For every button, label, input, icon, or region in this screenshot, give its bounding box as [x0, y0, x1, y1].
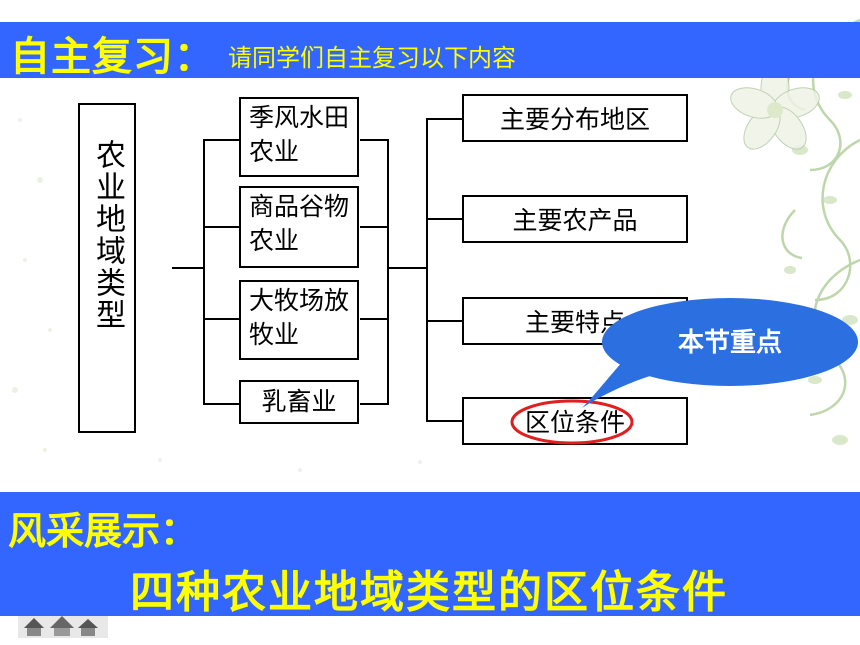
type-label: 季风水田农业 [249, 103, 350, 166]
type-box-dairy: 乳畜业 [239, 380, 359, 424]
footer-banner [0, 492, 860, 616]
aspect-box-distribution: 主要分布地区 [462, 94, 688, 142]
type-label: 乳畜业 [261, 387, 337, 416]
header-subtitle: 请同学们自主复习以下内容 [228, 44, 516, 72]
footer-subtitle: 四种农业地域类型的区位条件 [130, 567, 728, 618]
aspect-box-products: 主要农产品 [462, 195, 688, 243]
type-box-monsoon: 季风水田农业 [239, 97, 359, 177]
floral-decoration-icon [730, 18, 860, 445]
callout-graphic [510, 298, 858, 445]
root-box: 农业地域类型 [78, 103, 136, 433]
header-banner [0, 22, 860, 78]
highlight-ellipse [510, 399, 634, 445]
aspect-label: 主要农产品 [512, 206, 638, 235]
type-box-ranch: 大牧场放牧业 [239, 280, 359, 360]
houses-icon [18, 616, 108, 638]
type-label: 商品谷物农业 [249, 192, 350, 255]
header-title: 自主复习： [10, 34, 215, 80]
type-box-grain: 商品谷物农业 [239, 186, 359, 268]
root-label: 农业地域类型 [90, 139, 125, 331]
aspect-box-location: 区位条件 [462, 397, 688, 445]
aspect-label: 区位条件 [524, 408, 625, 437]
callout-text: 本节重点 [677, 328, 782, 358]
aspect-label: 主要分布地区 [499, 105, 650, 134]
callout-bubble [602, 298, 858, 386]
footer-title: 风采展示： [8, 509, 199, 553]
type-label: 大牧场放牧业 [249, 286, 350, 349]
